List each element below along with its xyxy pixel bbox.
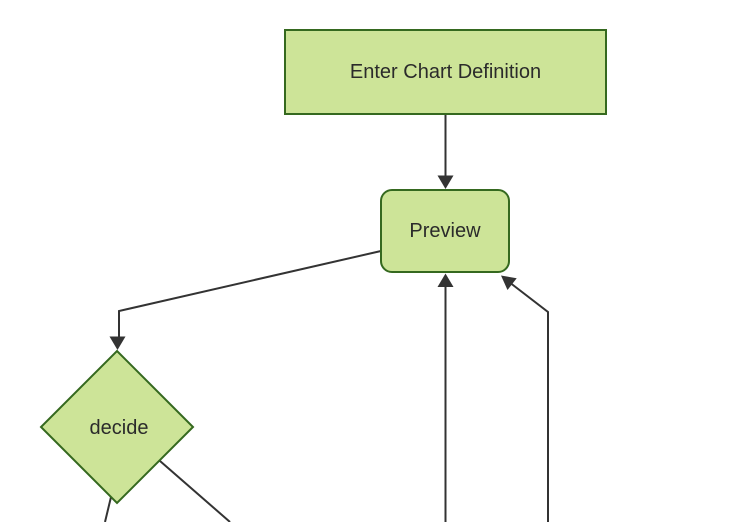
edge-line bbox=[159, 460, 231, 522]
arrowhead-down-icon bbox=[109, 336, 126, 350]
node-decide-label: decide bbox=[90, 417, 149, 439]
edge-decide-to-offscreen-left bbox=[104, 496, 112, 522]
arrowhead-up-icon bbox=[437, 273, 454, 287]
edge-decide-to-offscreen-right bbox=[159, 460, 231, 522]
edge-enter-chart-definition-to-preview bbox=[437, 114, 454, 189]
node-enter-chart-definition-label: Enter Chart Definition bbox=[350, 61, 541, 83]
edge-offscreen-right-to-preview bbox=[501, 275, 549, 522]
edge-line bbox=[118, 250, 382, 338]
node-preview-label: Preview bbox=[409, 220, 481, 242]
node-preview-shape bbox=[380, 189, 510, 273]
arrowhead-up-left-icon bbox=[501, 275, 517, 290]
node-enter-chart-definition-shape bbox=[284, 29, 607, 115]
edge-offscreen-center-to-preview bbox=[437, 273, 454, 522]
node-decide: decide bbox=[39, 349, 195, 505]
arrowhead-down-icon bbox=[437, 175, 454, 189]
node-preview: Preview bbox=[380, 189, 510, 273]
edge-line bbox=[104, 496, 112, 522]
edge-preview-to-decide bbox=[109, 250, 382, 350]
node-decide-shape bbox=[39, 349, 195, 505]
node-enter-chart-definition: Enter Chart Definition bbox=[284, 29, 607, 115]
edge-line bbox=[510, 282, 549, 522]
